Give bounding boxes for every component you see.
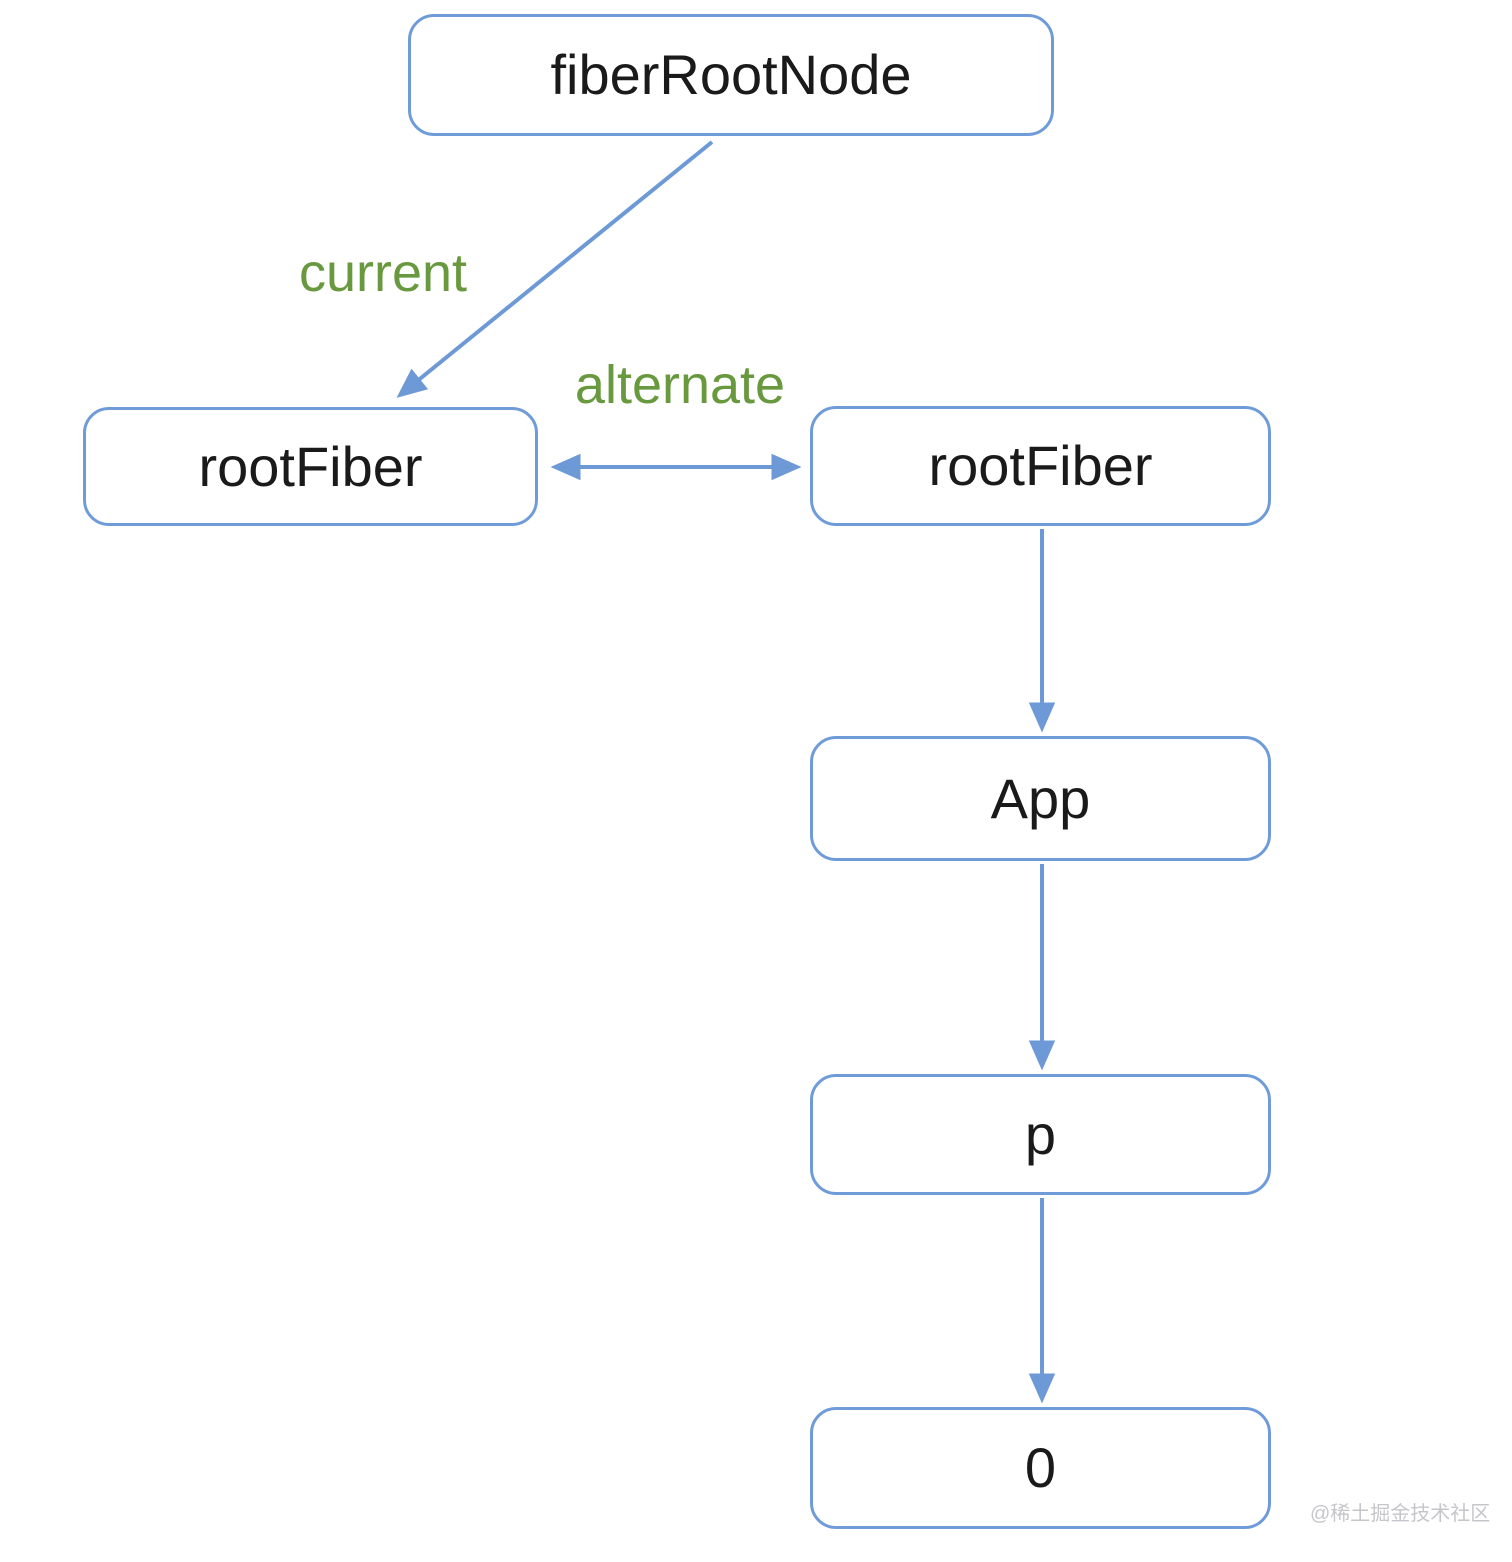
node-zero-label: 0 bbox=[1024, 1436, 1057, 1499]
edge-label-current: current bbox=[298, 243, 468, 303]
node-zero: 0 bbox=[810, 1407, 1271, 1529]
watermark-text: @稀土掘金技术社区 bbox=[1310, 1503, 1491, 1525]
node-root-fiber-current: rootFiber bbox=[83, 407, 538, 526]
node-fiber-root-node-label: fiberRootNode bbox=[550, 43, 912, 106]
node-root-fiber-alternate: rootFiber bbox=[810, 406, 1271, 526]
node-root-fiber-current-label: rootFiber bbox=[198, 434, 423, 498]
node-root-fiber-alternate-label: rootFiber bbox=[928, 434, 1153, 497]
node-fiber-root-node: fiberRootNode bbox=[408, 14, 1054, 136]
node-app: App bbox=[810, 736, 1271, 861]
edge-label-alternate: alternate bbox=[574, 355, 786, 415]
node-p-label: p bbox=[1024, 1102, 1057, 1166]
node-p: p bbox=[810, 1074, 1271, 1195]
arrow-current bbox=[396, 140, 714, 398]
node-app-label: App bbox=[990, 766, 1091, 830]
